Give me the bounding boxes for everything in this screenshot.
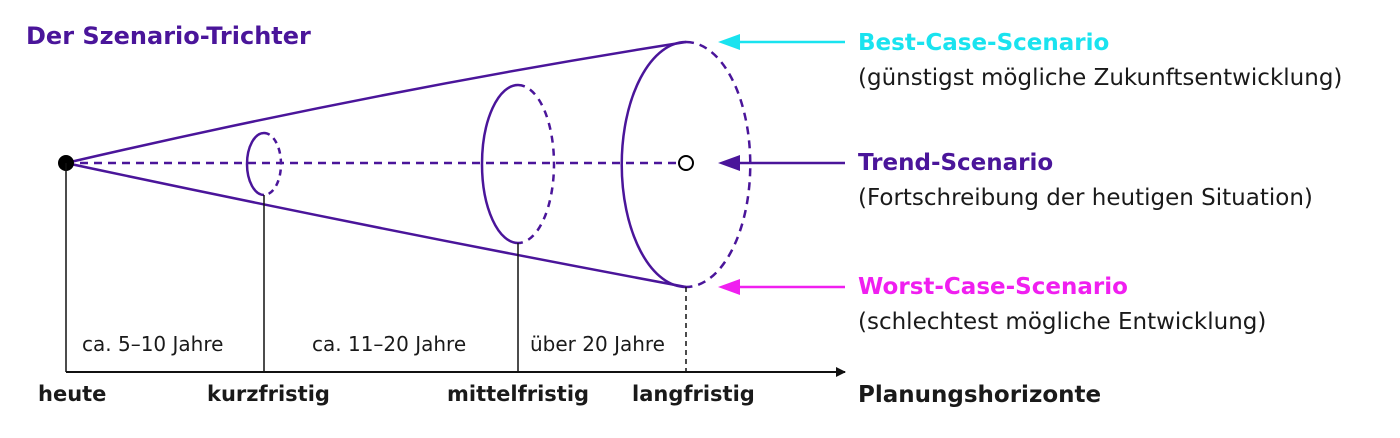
tick-mid-term: mittelfristig [447,382,590,406]
mid-term-ellipse-front [480,83,519,245]
best-case-arrow [718,34,845,50]
period-label-long: über 20 Jahre [530,332,665,356]
long-term-ellipse-front [620,40,687,289]
funnel-upper-edge [65,40,687,165]
diagram-title: Der Szenario-Trichter [26,22,311,50]
funnel-lower-edge [65,161,687,289]
period-label-mid: ca. 11–20 Jahre [312,332,467,356]
best-case-description: (günstigst mögliche Zukunftsentwicklung) [858,65,1343,91]
short-term-ellipse-back [263,131,283,197]
worst-case-description: (schlechtest mögliche Entwicklung) [858,309,1267,335]
trend-target-point [678,155,694,171]
long-term-ellipse-back [685,40,752,289]
trend-label: Trend-Scenario [858,150,1054,176]
tick-long-term: langfristig [632,382,755,406]
best-case-label: Best-Case-Scenario [858,30,1110,56]
trend-arrow [718,155,845,171]
worst-case-arrow [718,279,845,295]
mid-term-ellipse-back [517,83,556,245]
period-label-short: ca. 5–10 Jahre [82,332,224,356]
tick-short-term: kurzfristig [207,382,330,406]
worst-case-label: Worst-Case-Scenario [858,274,1128,300]
axis-label: Planungshorizonte [858,382,1102,408]
short-term-ellipse-front [245,131,265,197]
trend-description: (Fortschreibung der heutigen Situation) [858,185,1313,211]
tick-today: heute [38,382,107,406]
